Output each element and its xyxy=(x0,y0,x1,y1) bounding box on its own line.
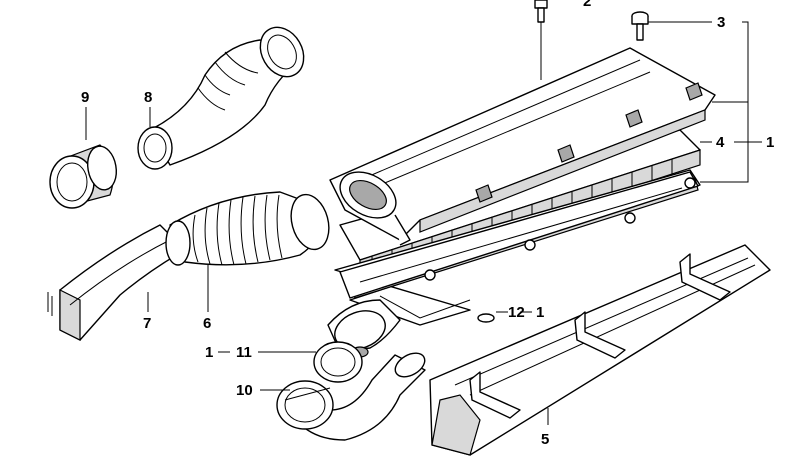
callout-12-suffix: 1 xyxy=(536,304,544,321)
callout-12: 12 xyxy=(508,304,525,321)
callout-5: 5 xyxy=(541,431,549,448)
callout-1: 1 xyxy=(766,134,774,151)
part-5-heat-shield xyxy=(429,244,771,456)
part-10-hose xyxy=(276,352,426,441)
part-12-o-ring xyxy=(477,313,495,323)
callout-labels: 1 2 3 4 5 6 7 8 9 10 1 11 12 1 xyxy=(81,0,774,448)
part-8-intake-elbow xyxy=(137,26,305,170)
callout-2: 2 xyxy=(583,0,591,10)
callout-7: 7 xyxy=(143,315,151,332)
callout-11: 11 xyxy=(236,344,252,361)
leader-lines xyxy=(85,21,762,425)
part-3-screw xyxy=(631,11,649,41)
callout-6: 6 xyxy=(203,315,211,332)
callout-3: 3 xyxy=(717,14,725,31)
callout-11-prefix: 1 xyxy=(205,344,213,361)
part-11-ring xyxy=(313,341,363,383)
part-9-coupling-ring xyxy=(49,144,118,209)
filter-housing-lower xyxy=(334,169,701,326)
callout-9: 9 xyxy=(81,89,89,106)
outlet-elbow xyxy=(327,299,401,358)
callout-4: 4 xyxy=(716,134,725,151)
callout-10: 10 xyxy=(236,382,253,399)
part-2-bolt xyxy=(534,0,548,80)
part-6-corrugated-hose xyxy=(165,191,330,266)
part-3-housing-cover xyxy=(329,47,716,246)
callout-8: 8 xyxy=(144,89,152,106)
part-7-inlet-snorkel xyxy=(47,224,186,341)
